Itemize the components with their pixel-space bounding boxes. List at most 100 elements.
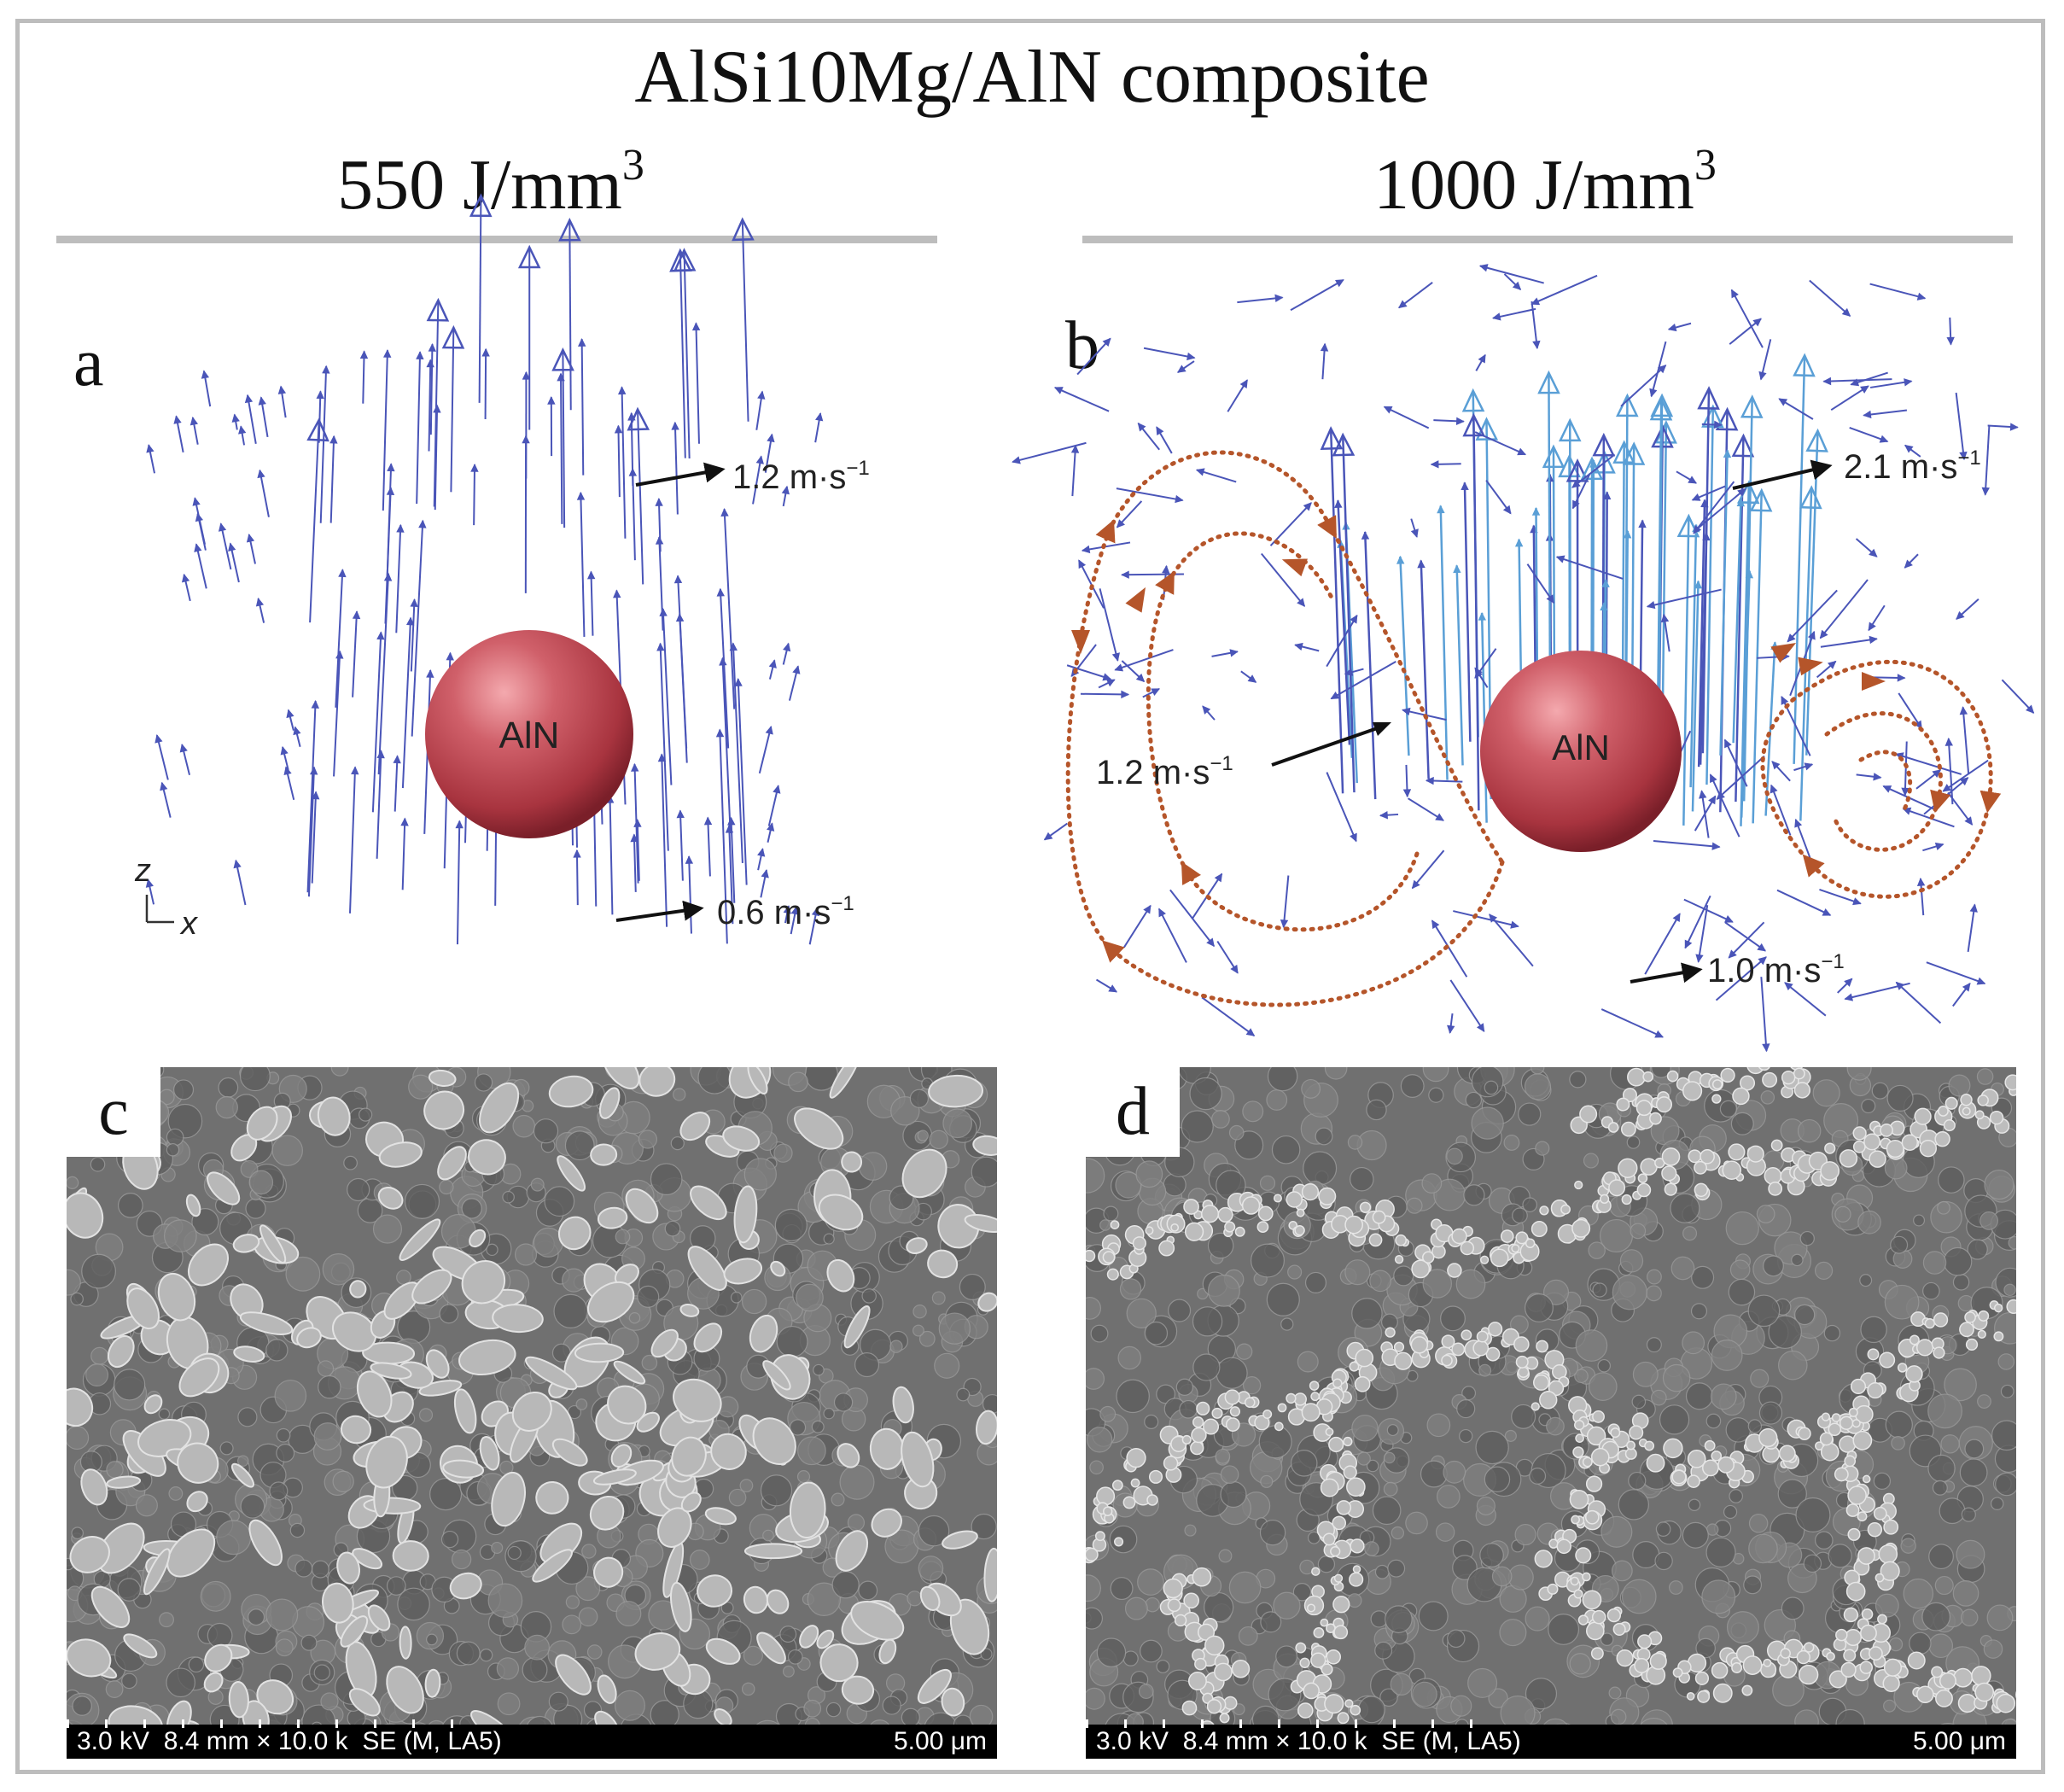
vector-head	[1904, 559, 1913, 569]
panel-letter-b: b	[1065, 308, 1099, 383]
vector-head	[517, 244, 541, 269]
vector-head	[1672, 913, 1681, 923]
velocity-vector	[1740, 482, 1751, 826]
scale-tick	[297, 1719, 300, 1728]
vector-head	[1176, 365, 1187, 373]
sem-texture-d	[1086, 1067, 2016, 1759]
velocity-vector	[410, 599, 416, 672]
velocity-vector	[1431, 919, 1468, 978]
vector-head	[1517, 447, 1527, 456]
vector-head	[715, 728, 725, 738]
vector-head	[1121, 690, 1130, 699]
vector-head	[1612, 440, 1635, 464]
vector-head	[1715, 406, 1739, 431]
vector-head	[228, 542, 236, 552]
vector-head	[1461, 482, 1469, 491]
panel-letter-d: d	[1086, 1067, 1180, 1157]
vector-head	[1555, 555, 1565, 563]
vector-head	[1638, 519, 1647, 528]
vector-head	[586, 570, 596, 580]
vector-head	[1245, 1028, 1256, 1036]
velocity-vector	[1689, 524, 1698, 788]
vector-head	[181, 573, 190, 583]
vector-head	[1863, 410, 1872, 419]
scale-tick	[1086, 1719, 1088, 1728]
velocity-vector	[1787, 589, 1838, 643]
vector-head	[1430, 460, 1439, 469]
velocity-vector	[319, 365, 328, 523]
velocity-vector	[1143, 347, 1195, 359]
axis-x-label: x	[179, 906, 199, 942]
scale-tick	[220, 1719, 223, 1728]
vector-head	[481, 347, 490, 357]
vector-head	[1402, 789, 1412, 798]
velocity-vector	[1411, 849, 1445, 889]
vector-head	[1396, 555, 1405, 564]
velocity-vector	[411, 520, 424, 737]
velocity-vector	[1700, 791, 1710, 838]
velocity-vector	[318, 391, 322, 443]
vector-head	[426, 359, 434, 368]
vector-head	[1361, 530, 1370, 540]
callout-arrow-a-bottom	[615, 900, 704, 922]
velocity-vector	[1728, 921, 1765, 959]
velocity-vector	[473, 464, 476, 526]
vector-head	[293, 726, 301, 736]
scale-tick	[1163, 1719, 1165, 1728]
velocity-vector	[1647, 588, 1722, 608]
vector-head	[1410, 528, 1419, 538]
velocity-vector	[673, 422, 679, 515]
vector-head	[1294, 642, 1303, 651]
vector-head	[768, 659, 777, 668]
circulation-streamlines-b	[1065, 450, 2002, 1007]
velocity-vector	[728, 825, 734, 925]
velocity-vector	[1600, 1008, 1664, 1038]
vector-head	[1102, 337, 1111, 347]
figure-title: AlSi10Mg/AlN composite	[634, 36, 1430, 119]
velocity-vector	[758, 726, 773, 774]
vector-head	[1841, 307, 1851, 317]
velocity-value-b-1: 2.1 m·s	[1844, 448, 1957, 486]
particle-label-a: AlN	[499, 715, 560, 756]
velocity-vector	[1723, 739, 1748, 787]
vector-head	[1736, 498, 1745, 507]
vector-head	[671, 421, 679, 430]
vector-head	[630, 833, 638, 843]
vector-head	[2009, 423, 2019, 431]
velocity-vector	[1760, 977, 1768, 1052]
scale-tick	[412, 1719, 415, 1728]
vector-head	[309, 766, 318, 775]
vector-head	[757, 390, 766, 400]
vector-head	[146, 444, 155, 453]
velocity-vector	[1439, 505, 1449, 780]
vector-head	[312, 791, 320, 800]
velocity-vector	[1479, 265, 1544, 284]
vector-head	[283, 766, 292, 776]
velocity-vector	[1526, 563, 1555, 604]
velocity-vector	[1984, 424, 1991, 495]
scale-tick	[335, 1719, 338, 1728]
vector-head	[1699, 790, 1707, 799]
velocity-vector	[677, 575, 688, 749]
aln-particle-a	[425, 630, 633, 838]
vector-head	[1819, 629, 1828, 639]
vector-head	[1869, 635, 1878, 645]
vector-head	[1962, 982, 1971, 992]
vector-head	[1944, 737, 1954, 746]
velocity-vector	[1384, 406, 1430, 429]
velocity-vector	[662, 609, 673, 785]
vector-head	[1713, 420, 1723, 429]
vector-head	[1660, 613, 1670, 623]
vector-head	[1799, 485, 1822, 510]
vector-head	[1437, 505, 1445, 514]
velocity-vector	[306, 700, 317, 893]
vector-head	[1762, 1043, 1770, 1053]
vector-head	[1781, 696, 1789, 705]
sem-info-bar-d: 3.0 kV 8.4 mm × 10.0 k SE (M, LA5) 5.00 …	[1086, 1719, 2016, 1759]
velocity-vector	[382, 350, 388, 511]
velocity-vector	[1823, 378, 1892, 382]
vector-head	[1873, 773, 1882, 781]
vector-head	[1461, 388, 1485, 412]
vector-head	[1688, 476, 1698, 484]
vector-head	[1649, 388, 1658, 398]
